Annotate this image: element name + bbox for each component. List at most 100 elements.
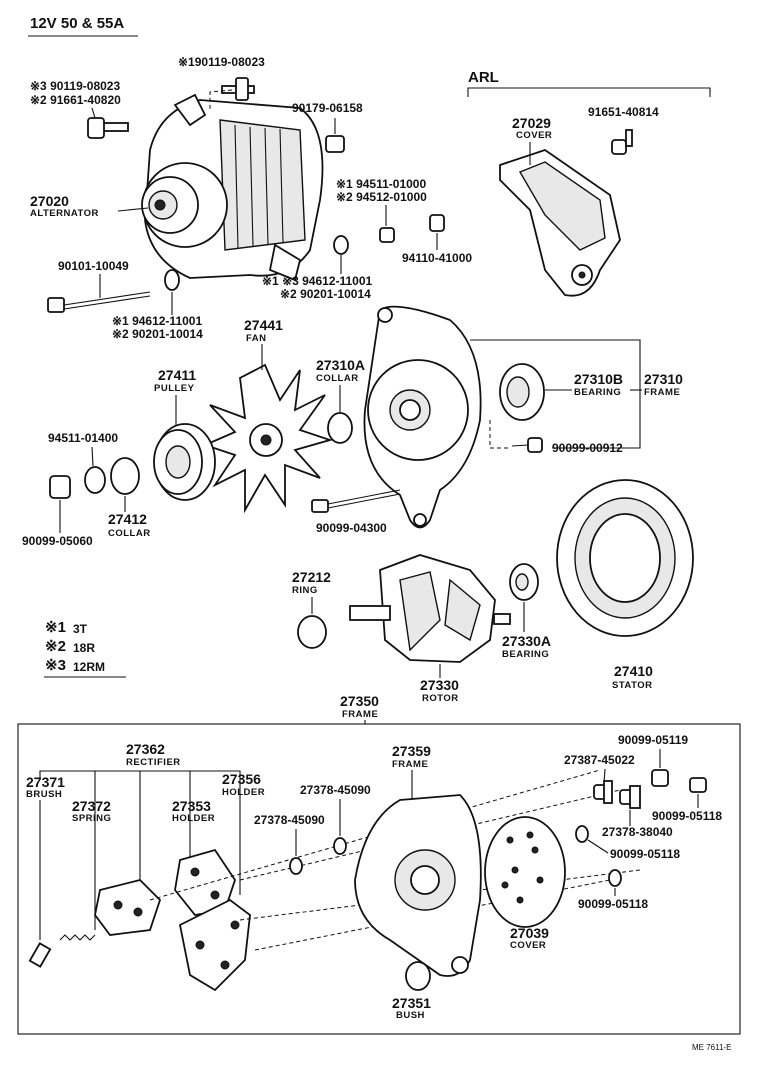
label-frame2-no: 27359	[392, 743, 431, 759]
nut-90179-drawing	[325, 135, 345, 153]
label-cover2-cap: COVER	[510, 940, 546, 951]
label-collar-cap: COLLAR	[108, 528, 151, 539]
bolt-left-drawing	[87, 117, 129, 139]
nut-94110-drawing	[429, 214, 445, 232]
label-bearing-a-no: 27330A	[502, 633, 551, 649]
arl-label: ARL	[468, 69, 499, 86]
label-arl-cover-cap: COVER	[516, 130, 552, 141]
label-frame-no: 27310	[644, 371, 683, 387]
brush-drawing	[28, 942, 52, 968]
label-washer-d: ※2 90201-10014	[112, 327, 203, 341]
label-bolt-2: ※2 91661-40820	[30, 93, 121, 107]
legend-mark-2: ※2	[45, 638, 66, 655]
label-ring-cap: RING	[292, 585, 318, 596]
label-holder-a-cap: HOLDER	[222, 787, 265, 798]
label-nut-05060: 90099-05060	[22, 534, 93, 548]
label-w-45090-b: 27378-45090	[300, 783, 371, 797]
label-holder-a-no: 27356	[222, 771, 261, 787]
label-nut1-a: ※1 94511-01000	[336, 177, 426, 191]
stator-drawing	[556, 479, 694, 637]
label-rotor-no: 27330	[420, 677, 459, 693]
legend-mark-3: ※3	[45, 657, 66, 674]
bolt-top-leader	[209, 89, 233, 110]
label-collar-a-cap: COLLAR	[316, 373, 359, 384]
label-brush-cap: BRUSH	[26, 789, 62, 800]
label-nut-94110: 94110-41000	[402, 251, 472, 265]
label-collar-no: 27412	[108, 511, 147, 527]
label-bolt-top: ※190119-08023	[178, 55, 265, 69]
label-ring-no: 27212	[292, 569, 331, 585]
bush-drawing	[405, 961, 431, 991]
label-nut-05118-c: 90099-05118	[578, 897, 648, 911]
label-nut-05118-a: 90099-05118	[652, 809, 722, 823]
label-brush-no: 27371	[26, 774, 65, 790]
washer-right-drawing	[333, 235, 349, 255]
label-bolt-3: ※3 90119-08023	[30, 79, 120, 93]
label-rotor-cap: ROTOR	[422, 693, 459, 704]
label-collar-a-no: 27310A	[316, 357, 365, 373]
label-rect-no: 27362	[126, 741, 165, 757]
nut-05060-drawing	[49, 475, 71, 499]
spring-drawing	[59, 934, 96, 941]
label-frame-asm-no: 27350	[340, 693, 379, 709]
label-w-38040: 27378-38040	[602, 825, 673, 839]
insulator-45022-drawing	[593, 780, 613, 804]
label-bearing-b-no: 27310B	[574, 371, 623, 387]
alternator-drawing	[141, 93, 324, 282]
label-nut-05119: 90099-05119	[618, 733, 688, 747]
bolt-04300-drawing	[311, 489, 401, 513]
legend-mark-1: ※1	[45, 619, 66, 636]
bearing-a-drawing	[509, 563, 539, 601]
drive-frame-drawing	[363, 305, 482, 529]
label-stator-no: 27410	[614, 663, 653, 679]
label-fan-no: 27441	[244, 317, 283, 333]
label-spring-cap: SPRING	[72, 813, 111, 824]
bolt-left-leader	[91, 107, 96, 119]
washer-45090-b-drawing	[333, 837, 347, 855]
label-w-45090-a: 27378-45090	[254, 813, 325, 827]
label-fan-cap: FAN	[246, 333, 267, 344]
label-nut-94511: 94511-01400	[48, 431, 118, 445]
label-bolt-04300: 90099-04300	[316, 521, 387, 535]
label-cover2-no: 27039	[510, 925, 549, 941]
label-bush-no: 27351	[392, 995, 431, 1011]
nut-05118-a-drawing	[689, 777, 707, 793]
collar-a-drawing	[327, 412, 353, 444]
label-bush-cap: BUSH	[396, 1010, 425, 1021]
label-frame-cap: FRAME	[644, 387, 680, 398]
label-bearing-a-cap: BEARING	[502, 649, 549, 660]
label-screw-00912: 90099-00912	[552, 441, 623, 455]
label-bearing-b-cap: BEARING	[574, 387, 621, 398]
rotor-drawing	[349, 554, 511, 663]
label-holder-b-cap: HOLDER	[172, 813, 215, 824]
arl-bracket	[467, 87, 711, 97]
washer-left-drawing	[164, 269, 180, 291]
bolt-90101-drawing	[47, 291, 151, 313]
bearing-b-drawing	[499, 363, 545, 421]
legend-value-3: 12RM	[73, 660, 105, 674]
label-nut1-b: ※2 94512-01000	[336, 190, 427, 204]
label-nut-90179: 90179-06158	[292, 101, 363, 115]
label-spring-no: 27372	[72, 798, 111, 814]
nut-05118-c-drawing	[608, 869, 622, 887]
legend-value-1: 3T	[73, 622, 88, 636]
label-bolt-90101: 90101-10049	[58, 259, 129, 273]
arl-cover-drawing	[499, 149, 621, 297]
ring-drawing	[297, 615, 327, 649]
label-arl-bolt: 91651-40814	[588, 105, 659, 119]
label-frame2-cap: FRAME	[392, 759, 428, 770]
washer-38040-drawing	[619, 785, 641, 809]
label-holder-b-no: 27353	[172, 798, 211, 814]
frame-leader	[470, 339, 641, 449]
label-frame-asm-cap: FRAME	[342, 709, 378, 720]
legend-value-2: 18R	[73, 641, 95, 655]
label-pulley-no: 27411	[158, 367, 196, 383]
rear-frame-drawing	[354, 794, 482, 977]
nut-05118-b-drawing	[575, 825, 589, 843]
arl-bolt-drawing	[611, 129, 633, 155]
collar-27412-drawing	[110, 457, 140, 495]
label-washer-a: ※1 ※3 94612-11001	[262, 274, 373, 288]
screw-00912-drawing	[511, 437, 543, 453]
frame-assembly-box	[17, 723, 741, 1035]
